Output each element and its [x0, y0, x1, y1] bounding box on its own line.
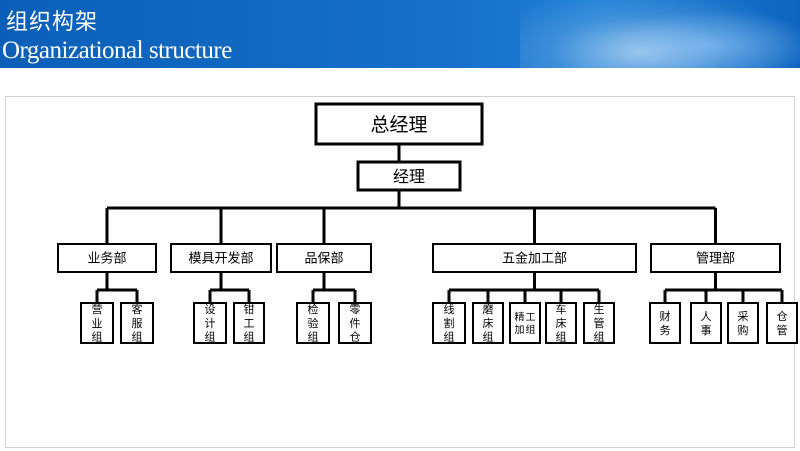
content-frame	[5, 96, 795, 448]
node-subunit-4-1: 人事	[690, 302, 722, 344]
node-subunit-4-3-label: 仓管	[777, 309, 788, 337]
node-subunit-4-2-label: 采购	[738, 310, 749, 337]
node-subunit-3-3-label: 车床组	[556, 302, 567, 344]
node-dept-0: 业务部	[57, 243, 157, 273]
node-subunit-1-0: 设计组	[193, 302, 227, 344]
node-subunit-4-3: 仓管	[766, 302, 798, 344]
node-subunit-1-1-box	[233, 302, 265, 344]
node-subunit-4-0-label: 财务	[660, 309, 671, 337]
node-subunit-3-0: 线割组	[432, 302, 466, 344]
page-subtitle: Organizational structure	[2, 37, 232, 64]
node-subunit-3-3-box	[545, 302, 577, 344]
node-subunit-3-1-label: 磨床组	[483, 303, 494, 344]
node-subunit-1-0-box	[193, 302, 227, 344]
node-subunit-0-1: 客服组	[120, 302, 154, 344]
node-subunit-1-1: 钳工组	[233, 302, 265, 344]
node-subunit-2-1-label: 零件仓	[350, 303, 361, 344]
node-subunit-3-4: 生管组	[583, 302, 615, 344]
node-general-manager-label: 总经理	[370, 114, 427, 136]
node-general-manager: 总经理	[314, 102, 484, 146]
node-general-manager-box	[314, 102, 484, 146]
node-subunit-0-0-label: 营业组	[92, 302, 103, 344]
node-dept-3-box	[432, 243, 637, 273]
node-subunit-4-2-box	[727, 302, 759, 344]
node-subunit-3-0-label: 线割组	[444, 302, 455, 344]
node-subunit-3-4-label: 生管组	[594, 302, 605, 344]
header-banner: 组织构架 Organizational structure	[0, 0, 800, 68]
node-dept-4-label: 管理部	[696, 252, 735, 267]
node-subunit-3-1: 磨床组	[472, 302, 504, 344]
node-subunit-0-0: 营业组	[80, 302, 114, 344]
node-subunit-3-3: 车床组	[545, 302, 577, 344]
node-subunit-4-3-box	[766, 302, 798, 344]
node-subunit-2-0-box	[296, 302, 330, 344]
node-dept-3-label: 五金加工部	[502, 251, 567, 267]
node-subunit-2-0: 检验组	[296, 302, 330, 344]
node-dept-4: 管理部	[650, 243, 781, 273]
node-manager-box	[356, 160, 462, 192]
node-subunit-4-0-box	[649, 302, 681, 344]
node-dept-0-box	[57, 243, 157, 273]
node-subunit-1-0-label: 设计组	[205, 303, 216, 344]
node-manager-label: 经理	[393, 167, 425, 186]
node-subunit-0-1-label: 客服组	[132, 302, 143, 344]
node-manager: 经理	[356, 160, 462, 192]
node-subunit-4-0: 财务	[649, 302, 681, 344]
node-subunit-3-0-box	[432, 302, 466, 344]
banner-decoration-glow	[600, 10, 800, 68]
node-dept-2: 品保部	[276, 243, 372, 273]
node-dept-1-box	[170, 243, 272, 273]
node-subunit-1-1-label: 钳工组	[244, 303, 255, 344]
node-subunit-0-0-box	[80, 302, 114, 344]
node-subunit-3-2-box	[509, 302, 541, 344]
node-subunit-4-2: 采购	[727, 302, 759, 344]
node-dept-1-label: 模具开发部	[188, 251, 253, 267]
node-subunit-3-4-box	[583, 302, 615, 344]
page-title: 组织构架	[6, 10, 99, 35]
node-dept-1: 模具开发部	[170, 243, 272, 273]
node-subunit-4-1-box	[690, 302, 722, 344]
node-subunit-2-1-box	[338, 302, 372, 344]
node-subunit-2-1: 零件仓	[338, 302, 372, 344]
node-subunit-3-1-box	[472, 302, 504, 344]
node-subunit-3-2: 精加工组	[509, 302, 541, 344]
node-dept-0-label: 业务部	[87, 251, 126, 267]
node-subunit-4-1-label: 人事	[701, 310, 712, 337]
node-subunit-0-1-box	[120, 302, 154, 344]
node-subunit-3-2-label: 精加工组	[515, 310, 536, 336]
node-dept-2-box	[276, 243, 372, 273]
node-dept-3: 五金加工部	[432, 243, 637, 273]
node-subunit-2-0-label: 检验组	[308, 302, 319, 344]
node-dept-2-label: 品保部	[304, 252, 343, 267]
